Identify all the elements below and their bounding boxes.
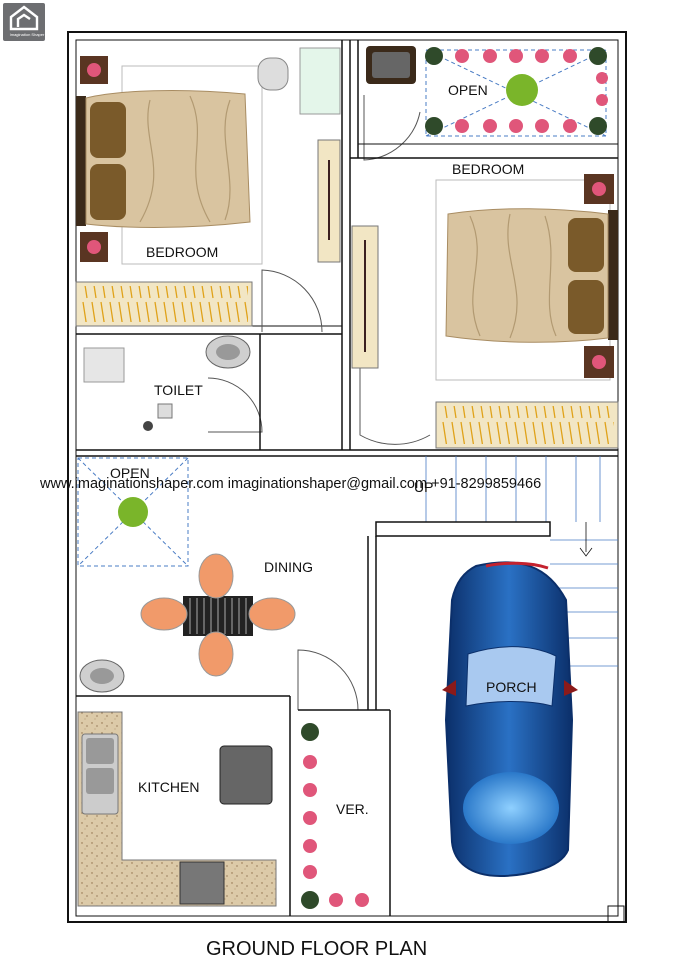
pillow (568, 280, 604, 334)
porch: PORCH (442, 561, 625, 923)
staircase (425, 456, 618, 667)
chair-icon (257, 57, 289, 91)
pillow (90, 102, 126, 158)
open-top-label: OPEN (448, 82, 488, 98)
bedroom-right: BEDROOM (435, 161, 619, 449)
open-court-mid: OPEN (77, 457, 189, 567)
dining-label: DINING (264, 559, 313, 575)
cooktop-icon (179, 861, 225, 905)
watermark-text: www.imaginationshaper.com imaginationsha… (39, 476, 541, 492)
chair-icon (198, 553, 234, 599)
kitchen: KITCHEN (77, 711, 277, 907)
floor-drain-icon (143, 421, 153, 431)
brand-logo: Imagination Shaper (3, 3, 45, 41)
flower-icon (303, 811, 317, 825)
pillow (90, 164, 126, 220)
bedroom-left-label: BEDROOM (146, 244, 218, 260)
flower-icon (303, 755, 317, 769)
plant-icon (301, 891, 319, 909)
outer-walls (67, 31, 627, 923)
flower-icon (303, 783, 317, 797)
flower-pots-row (425, 47, 608, 135)
page-title: GROUND FLOOR PLAN (206, 938, 427, 960)
plant-icon (301, 723, 319, 741)
car-icon (442, 561, 578, 878)
wc-icon (83, 347, 125, 383)
kitchen-label: KITCHEN (138, 779, 199, 795)
chair-icon (248, 597, 296, 631)
bed-right (445, 208, 618, 343)
bedroom-right-label: BEDROOM (452, 161, 524, 177)
partition-walls-lower (76, 521, 551, 916)
verandah-label: VER. (336, 801, 369, 817)
flower-icon (355, 893, 369, 907)
flower-icon (329, 893, 343, 907)
toilet-label: TOILET (154, 382, 203, 398)
chair-icon (140, 597, 188, 631)
house-logo-icon (9, 5, 39, 31)
dining-area: DINING (79, 553, 313, 693)
tap-icon (157, 403, 173, 419)
plant-icon (506, 74, 538, 106)
bedroom-left: BEDROOM (75, 39, 343, 327)
open-court-top: OPEN (357, 39, 619, 145)
stair-up-label: UP (414, 479, 433, 495)
window-glass (299, 47, 341, 115)
bed-left (76, 90, 251, 228)
toilet-room: TOILET (83, 335, 251, 431)
porch-label: PORCH (486, 679, 537, 695)
plant-icon (118, 497, 148, 527)
pillow (568, 218, 604, 272)
open-mid-label: OPEN (110, 465, 150, 481)
partition-walls (76, 40, 618, 457)
verandah: VER. (301, 723, 369, 909)
logo-caption: Imagination Shaper (9, 32, 45, 37)
flower-icon (303, 865, 317, 879)
table-slats (189, 598, 247, 634)
stove-icon (219, 745, 273, 805)
chair-icon (198, 631, 234, 677)
door-swings (207, 95, 431, 711)
flower-icon (303, 839, 317, 853)
